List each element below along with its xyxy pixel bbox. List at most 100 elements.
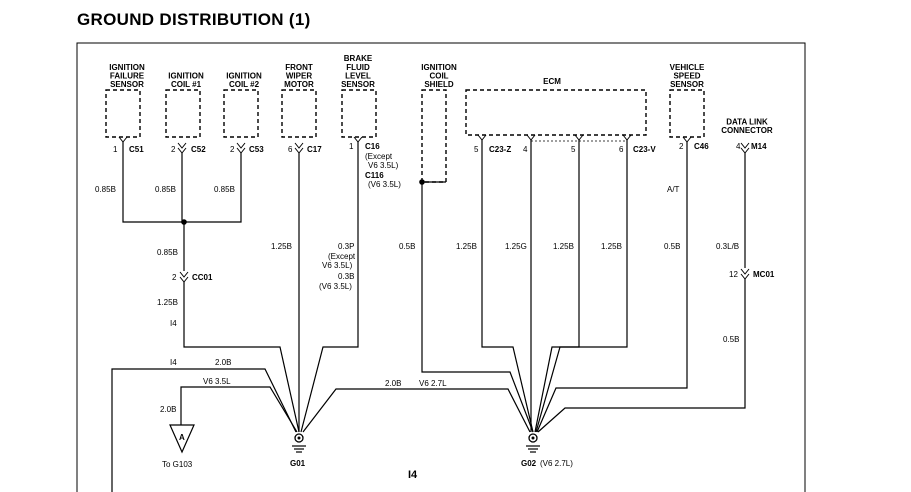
connector-c23z: C23-Z xyxy=(489,145,511,154)
wires xyxy=(111,140,746,492)
pin-c16: 1 xyxy=(349,142,354,151)
page-code: I4 xyxy=(408,469,418,481)
pin-cc01: 2 xyxy=(172,273,177,282)
g01-ground-icon xyxy=(292,433,306,453)
ground-g02: G02 xyxy=(521,459,537,468)
connector-symbols xyxy=(118,134,750,283)
g02-ground-icon xyxy=(526,433,540,453)
wire-c53: 0.85B xyxy=(214,185,235,194)
pin-c46: 2 xyxy=(679,142,684,151)
pin-mc01: 12 xyxy=(729,270,738,279)
wire-c16-2: (Except xyxy=(328,252,356,261)
ignition-coil-shield-label-3: SHIELD xyxy=(424,80,454,89)
ignition-coil-shield-box xyxy=(421,89,447,183)
wire-junction-down: 0.85B xyxy=(157,248,178,257)
c16-note-1: (Except xyxy=(365,152,393,161)
wire-ecm-2: 1.25G xyxy=(505,242,527,251)
data-link-connector-label-2: CONNECTOR xyxy=(721,126,773,135)
ignition-failure-sensor-box xyxy=(105,89,141,138)
wire-mid: 2.0B xyxy=(385,379,401,388)
wire-to-g103: 2.0B xyxy=(160,405,176,414)
connector-cc01: CC01 xyxy=(192,273,213,282)
c116-note: (V6 3.5L) xyxy=(368,180,401,189)
wire-ecm-3: 1.25B xyxy=(553,242,574,251)
wire-vss-note: A/T xyxy=(667,185,680,194)
connector-m14: M14 xyxy=(751,142,767,151)
shield-junction xyxy=(419,179,425,185)
ignition-coil-shield-label-1: IGNITION xyxy=(421,63,457,72)
brake-fluid-sensor-label-4: SENSOR xyxy=(341,80,375,89)
connector-c46: C46 xyxy=(694,142,709,151)
connector-c52: C52 xyxy=(191,145,206,154)
connector-c51: C51 xyxy=(129,145,144,154)
vehicle-speed-sensor-label-3: SENSOR xyxy=(670,80,704,89)
diagram-texts: C51 C52 C53 C17 C16 (Except V6 3.5L) C11… xyxy=(95,142,775,481)
wire-v6-left: V6 3.5L xyxy=(203,377,231,386)
brake-fluid-sensor-box xyxy=(341,89,377,138)
ignition-coil2-label-1: IGNITION xyxy=(226,71,262,80)
wire-c51: 0.85B xyxy=(95,185,116,194)
connector-c116: C116 xyxy=(365,171,384,180)
ground-g01: G01 xyxy=(290,459,306,468)
wire-c16-4: 0.3B xyxy=(338,272,354,281)
wire-ecm-4: 1.25B xyxy=(601,242,622,251)
wire-c52: 0.85B xyxy=(155,185,176,194)
wire-left-code: I4 xyxy=(170,358,177,367)
ecm-label: ECM xyxy=(543,77,561,86)
ignition-failure-sensor-label-2: FAILURE xyxy=(110,71,145,80)
c16-note-2: V6 3.5L) xyxy=(368,161,399,170)
wire-c16-3: V6 3.5L) xyxy=(322,261,353,270)
wire-dlc: 0.3L/B xyxy=(716,242,739,251)
ground-g02-note: (V6 2.7L) xyxy=(540,459,573,468)
pin-c51: 1 xyxy=(113,145,118,154)
offpage-label: To G103 xyxy=(162,460,193,469)
ignition-coil2-box xyxy=(223,89,259,138)
pin-ecm-3: 5 xyxy=(571,145,576,154)
ecm-box xyxy=(465,89,647,136)
pin-ecm-4: 6 xyxy=(619,145,624,154)
front-wiper-motor-label-1: FRONT xyxy=(285,63,313,72)
wire-c16-1: 0.3P xyxy=(338,242,354,251)
wire-cc01-down: 1.25B xyxy=(157,298,178,307)
pin-m14: 4 xyxy=(736,142,741,151)
wire-c17: 1.25B xyxy=(271,242,292,251)
ignition-failure-sensor-label-1: IGNITION xyxy=(109,63,145,72)
offpage-letter: A xyxy=(179,433,185,442)
front-wiper-motor-box xyxy=(281,89,317,138)
wire-v6-mid: V6 2.7L xyxy=(419,379,447,388)
brake-fluid-sensor-label-2: FLUID xyxy=(346,63,370,72)
connector-c23v: C23-V xyxy=(633,145,656,154)
pin-c17: 6 xyxy=(288,145,293,154)
offpage-triangle-icon xyxy=(169,424,195,454)
brake-fluid-sensor-label-3: LEVEL xyxy=(345,71,371,80)
pin-c53: 2 xyxy=(230,145,235,154)
diagram-frame xyxy=(76,42,806,492)
pin-c52: 2 xyxy=(171,145,176,154)
ignition-coil1-label-1: IGNITION xyxy=(168,71,204,80)
ignition-coil1-label-2: COIL #1 xyxy=(171,80,202,89)
front-wiper-motor-label-3: MOTOR xyxy=(284,80,314,89)
pin-ecm-1: 5 xyxy=(474,145,479,154)
front-wiper-motor-label-2: WIPER xyxy=(286,71,312,80)
vss-box xyxy=(669,89,705,138)
connector-c16: C16 xyxy=(365,142,380,151)
vehicle-speed-sensor-label-1: VEHICLE xyxy=(670,63,705,72)
ignition-failure-sensor-label-3: SENSOR xyxy=(110,80,144,89)
wire-mc01-down: 0.5B xyxy=(723,335,739,344)
data-link-connector-label-1: DATA LINK xyxy=(726,117,768,126)
connector-c17: C17 xyxy=(307,145,322,154)
wire-shield: 0.5B xyxy=(399,242,415,251)
brake-fluid-sensor-label-1: BRAKE xyxy=(344,54,373,63)
splice-junction xyxy=(181,219,187,225)
connector-c53: C53 xyxy=(249,145,264,154)
diagram-title: GROUND DISTRIBUTION (1) xyxy=(77,10,311,29)
ignition-coil1-box xyxy=(165,89,201,138)
wire-left: 2.0B xyxy=(215,358,231,367)
wire-vss: 0.5B xyxy=(664,242,680,251)
vehicle-speed-sensor-label-2: SPEED xyxy=(673,71,700,80)
ignition-coil-shield-label-2: COIL xyxy=(429,71,448,80)
wire-cc01-code: I4 xyxy=(170,319,177,328)
wire-c16-5: (V6 3.5L) xyxy=(319,282,352,291)
